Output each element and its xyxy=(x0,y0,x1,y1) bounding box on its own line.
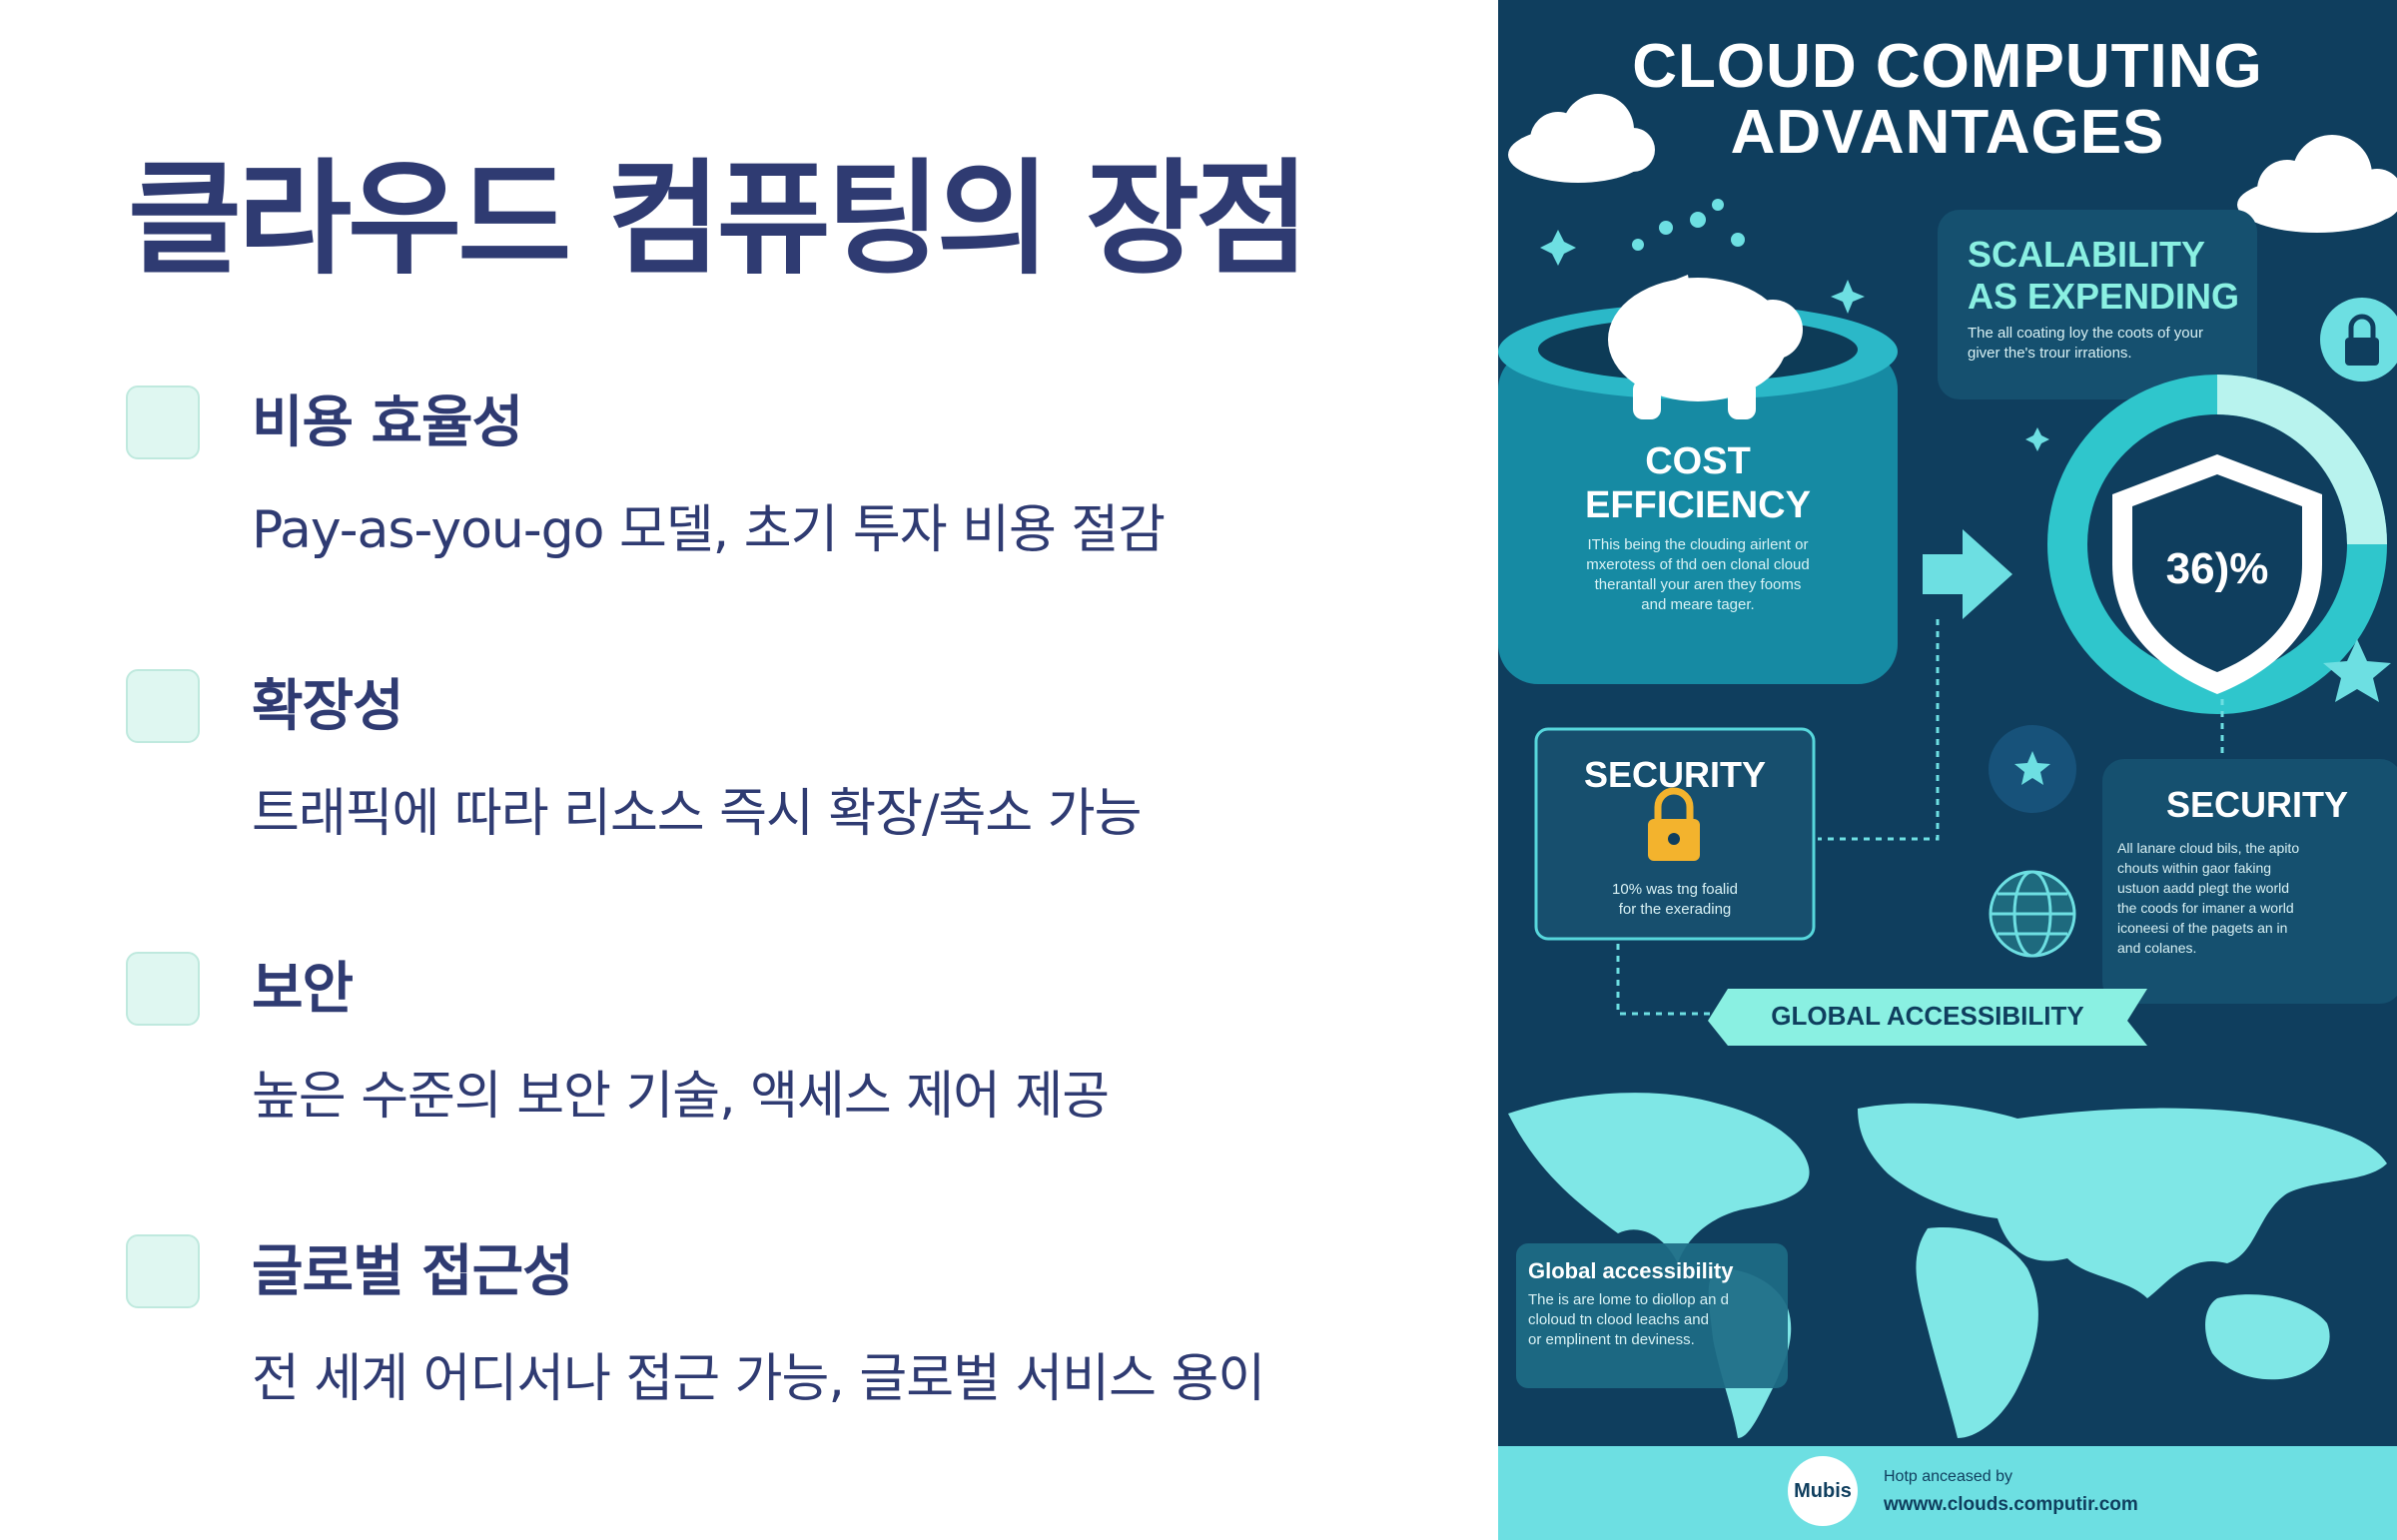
security-text: chouts within gaor faking xyxy=(2117,860,2272,876)
item-title: 보안 xyxy=(252,957,354,1022)
bullet-box-icon xyxy=(126,952,200,1026)
security-left-section: SECURITY 10% was tng foalid for the exer… xyxy=(1538,754,1812,920)
arrow-right-icon xyxy=(1923,529,2012,619)
star-icon xyxy=(1831,280,1865,314)
global-card xyxy=(1516,1243,1788,1388)
item-description: 전 세계 어디서나 접근 가능, 글로벌 서비스 용이 xyxy=(252,1349,1265,1409)
item-description: Pay-as-you-go 모델, 초기 투자 비용 절감 xyxy=(252,500,1166,560)
infographic-title-line: CLOUD COMPUTING xyxy=(1632,32,2263,101)
scalability-title: AS EXPENDING xyxy=(1968,276,2240,317)
infographic-footer: Mubis Hotp anceased by wwww.clouds.compu… xyxy=(1498,1446,2397,1540)
infographic-image: CLOUD COMPUTING ADVANTAGES SCALABILITY A… xyxy=(1498,0,2397,1540)
cost-text: therantall your aren they fooms xyxy=(1594,576,1802,593)
scalability-section: SCALABILITY AS EXPENDING The all coating… xyxy=(1968,234,2247,364)
security-card-right xyxy=(2102,759,2397,1004)
item-title: 확장성 xyxy=(252,674,404,739)
security-text: and colanes. xyxy=(2117,940,2197,956)
global-accessibility-banner: GLOBAL ACCESSIBILITY xyxy=(1771,1001,2084,1031)
bullet-box-icon xyxy=(126,669,200,743)
global-section: Global accessibility The is are lome to … xyxy=(1528,1258,1783,1350)
item-title: 비용 효율성 xyxy=(252,390,523,455)
infographic-graphics xyxy=(1498,94,2397,1438)
infographic-title: CLOUD COMPUTING ADVANTAGES xyxy=(1498,34,2397,166)
padlock-icon xyxy=(1648,787,1700,861)
banner-ribbon xyxy=(1708,989,2147,1046)
security-right-section: SECURITY All lanare cloud bils, the apit… xyxy=(2117,784,2397,958)
footer-url: wwww.clouds.computir.com xyxy=(1884,1494,2138,1515)
global-text: cloloud tn clood leachs and xyxy=(1528,1311,1709,1328)
security-text: ustuon aadd plegt the world xyxy=(2117,880,2290,896)
security-text: iconeesi of the pagets an in xyxy=(2117,920,2288,936)
cloud-icon xyxy=(1508,94,1655,183)
cost-text: and meare tager. xyxy=(1641,596,1755,613)
footer-credit: Hotp anceased by xyxy=(1884,1468,2012,1485)
cost-text: mxerotess of thd oen clonal cloud xyxy=(1586,556,1810,573)
cloud-icon xyxy=(2237,135,2397,233)
infographic-title-line: ADVANTAGES xyxy=(1730,98,2165,167)
scalability-title: SCALABILITY xyxy=(1968,234,2205,275)
star-icon xyxy=(2025,427,2049,451)
slide-title: 클라우드 컴퓨팅의 장점 xyxy=(128,148,1309,292)
cost-title: COST xyxy=(1645,440,1751,482)
star-icon xyxy=(1540,230,1576,266)
footer-logo: Mubis xyxy=(1788,1456,1858,1526)
scalability-text: giver the's trour irrations. xyxy=(1968,345,2132,362)
global-title: Global accessibility xyxy=(1528,1258,1734,1283)
cost-section: COST EFFICIENCY IThis being the clouding… xyxy=(1518,439,1878,615)
security-text: for the exerading xyxy=(1618,901,1732,918)
star-icon xyxy=(2323,639,2391,702)
cost-title: EFFICIENCY xyxy=(1585,484,1811,526)
scalability-text: The all coating loy the coots of your xyxy=(1968,325,2203,342)
scalability-card xyxy=(1938,210,2257,399)
bullet-box-icon xyxy=(126,385,200,459)
security-text: All lanare cloud bils, the apito xyxy=(2117,840,2300,856)
cost-text: IThis being the clouding airlent or xyxy=(1587,536,1809,553)
global-text: or emplinent tn deviness. xyxy=(1528,1331,1695,1348)
gauge-value: 36)% xyxy=(2165,544,2269,593)
piggy-bank-icon xyxy=(1608,275,1803,419)
security-text: the coods for imaner a world xyxy=(2117,900,2294,916)
item-title: 글로벌 접근성 xyxy=(252,1239,574,1304)
global-text: The is are lome to diollop an d xyxy=(1528,1291,1729,1308)
globe-icon xyxy=(1989,870,2076,958)
slide-text-panel: 클라우드 컴퓨팅의 장점 비용 효율성 Pay-as-you-go 모델, 초기… xyxy=(126,148,1309,1409)
lock-icon xyxy=(2320,298,2397,382)
item-description: 높은 수준의 보안 기술, 액세스 제어 제공 xyxy=(252,1067,1110,1127)
item-description: 트래픽에 따라 리소스 즉시 확장/축소 가능 xyxy=(252,784,1142,844)
security-text: 10% was tng foalid xyxy=(1612,881,1738,898)
bullet-box-icon xyxy=(126,1234,200,1308)
security-title: SECURITY xyxy=(1583,754,1767,795)
star-icon xyxy=(2014,751,2050,785)
security-title: SECURITY xyxy=(2165,784,2349,825)
